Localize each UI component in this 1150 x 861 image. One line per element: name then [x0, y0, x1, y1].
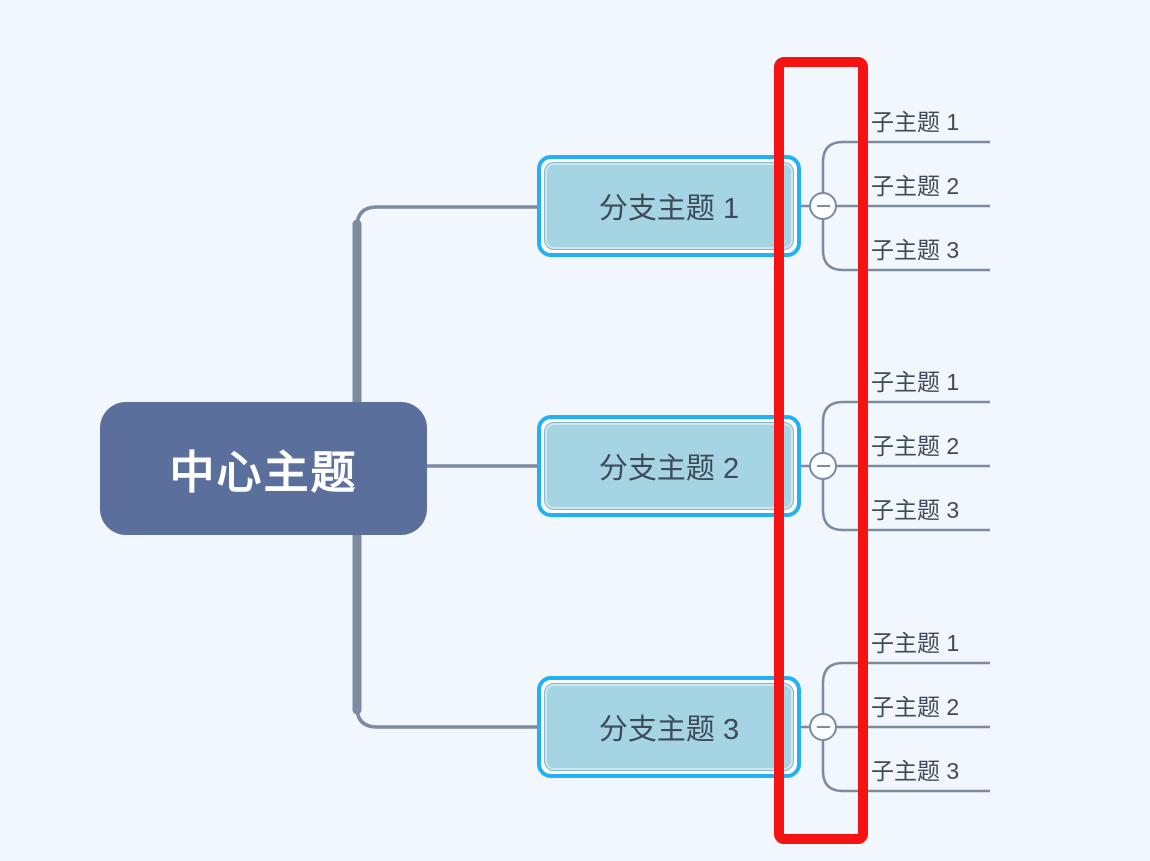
- central-topic-node[interactable]: 中心主题: [100, 402, 427, 535]
- central-topic-label: 中心主题: [169, 447, 358, 498]
- branch-topic-2-fill: 分支主题 2: [544, 422, 794, 510]
- subtopic-node-2-1[interactable]: 子主题 1: [871, 369, 960, 395]
- branch-topic-2-label: 分支主题 2: [598, 453, 740, 485]
- subtopic-node-1-2[interactable]: 子主题 2: [871, 173, 960, 199]
- subtopic-node-2-2[interactable]: 子主题 2: [871, 433, 960, 459]
- subtopic-node-3-1[interactable]: 子主题 1: [871, 630, 960, 656]
- minus-icon: [816, 465, 830, 467]
- branch-topic-node-2[interactable]: 分支主题 2: [537, 415, 801, 517]
- collapse-toggle-branch-3[interactable]: [809, 713, 837, 741]
- collapse-toggle-branch-2[interactable]: [809, 452, 837, 480]
- branch-topic-3-fill: 分支主题 3: [544, 683, 794, 771]
- branch-topic-node-3[interactable]: 分支主题 3: [537, 676, 801, 778]
- subtopic-node-3-3[interactable]: 子主题 3: [871, 758, 960, 784]
- subtopic-node-1-3[interactable]: 子主题 3: [871, 237, 960, 263]
- branch-topic-node-1[interactable]: 分支主题 1: [537, 155, 801, 257]
- subtopic-node-1-1[interactable]: 子主题 1: [871, 109, 960, 135]
- collapse-toggle-branch-1[interactable]: [809, 192, 837, 220]
- branch-topic-3-label: 分支主题 3: [598, 714, 740, 746]
- branch-topic-1-label: 分支主题 1: [598, 193, 740, 225]
- minus-icon: [816, 205, 830, 207]
- subtopic-node-2-3[interactable]: 子主题 3: [871, 497, 960, 523]
- subtopic-node-3-2[interactable]: 子主题 2: [871, 694, 960, 720]
- minus-icon: [816, 726, 830, 728]
- branch-topic-1-fill: 分支主题 1: [544, 162, 794, 250]
